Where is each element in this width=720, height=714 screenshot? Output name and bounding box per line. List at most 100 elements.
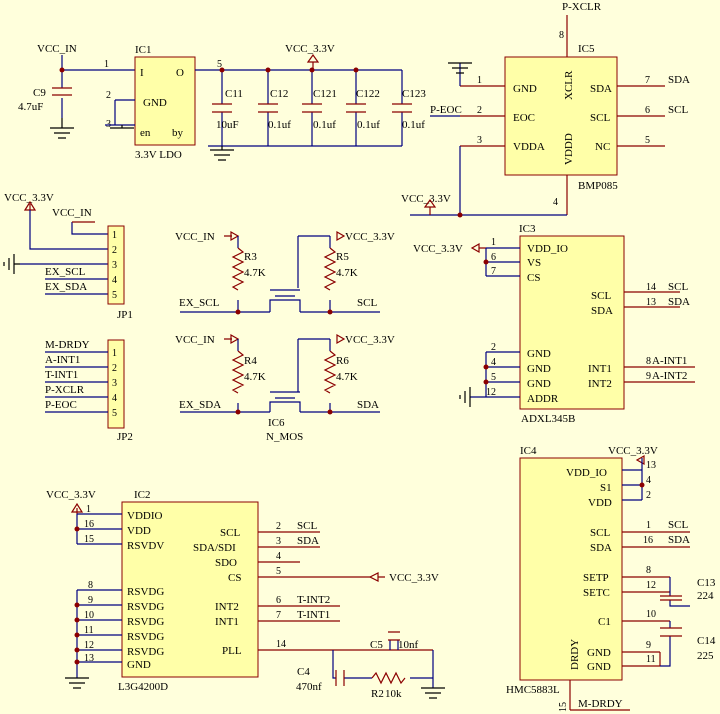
ic4-pin12: 12	[646, 580, 656, 591]
ic5-pin3-num: 3	[477, 135, 482, 146]
jp1-ex-scl: EX_SCL	[45, 266, 86, 278]
ic2-part: L3G4200D	[118, 681, 168, 693]
c14-value: 225	[697, 650, 714, 662]
ic2-sdo: SDO	[215, 557, 237, 569]
ic3-vs: VS	[527, 257, 541, 269]
ic3-scl: SCL	[591, 290, 611, 302]
ic3-pin12: 12	[486, 387, 496, 398]
ic2-pll: PLL	[222, 645, 242, 657]
jp1-ref: JP1	[117, 309, 133, 321]
ic3-pin13: 13	[646, 297, 656, 308]
c122-value: 0.1uf	[357, 119, 380, 131]
cap-bank	[208, 67, 412, 147]
ic5-nc-pin: NC	[595, 141, 610, 153]
ground-icon	[110, 125, 134, 129]
bmp085-block: P-XCLR 8 IC5 GND EOC VDDA SDA SCL NC XCL…	[401, 1, 690, 218]
ic3-pin2: 2	[491, 342, 496, 353]
ground-icon	[448, 62, 472, 74]
ic5-gnd-pin: GND	[513, 83, 537, 95]
ic2-gnd: GND	[127, 659, 151, 671]
c12-ref: C12	[270, 88, 288, 100]
jp1-pin2: 2	[112, 245, 117, 256]
ic3-pin5: 5	[491, 372, 496, 383]
jp1-pin5: 5	[112, 290, 117, 301]
ic2-int2: INT2	[215, 601, 239, 613]
ic4-sda: SDA	[590, 542, 612, 554]
ic3-pin9: 9	[646, 371, 651, 382]
c123-ref: C123	[402, 88, 426, 100]
ic4-setc: SETC	[583, 587, 610, 599]
ic3-pin8: 8	[646, 356, 651, 367]
c122-ref: C122	[356, 88, 380, 100]
ic2-scl-net: SCL	[297, 520, 317, 532]
ic3-addr: ADDR	[527, 393, 559, 405]
ic6-part: N_MOS	[266, 431, 303, 443]
ic2-scl: SCL	[220, 527, 240, 539]
ic4-vdd-io: VDD_IO	[566, 467, 607, 479]
jp1-pin3: 3	[112, 260, 117, 271]
ic2-pin14: 14	[276, 639, 286, 650]
ls2-sda: SDA	[357, 399, 379, 411]
ic2-pin15: 15	[84, 534, 94, 545]
ic4-pin1: 1	[646, 520, 651, 531]
ic2-pin3: 3	[276, 536, 281, 547]
ic2-rsvdg1: RSVDG	[127, 586, 164, 598]
ic2-tint2-net: T-INT2	[297, 594, 330, 606]
ic4-pin9: 9	[646, 640, 651, 651]
jp1-ex-sda: EX_SDA	[45, 281, 87, 293]
ic5-pin5-num: 5	[645, 135, 650, 146]
jp2-p-eoc: P-EOC	[45, 399, 77, 411]
ic3-part: ADXL345B	[521, 413, 575, 425]
ic3-gnd2: GND	[527, 363, 551, 375]
ic4-mdrdy-net: M-DRDY	[578, 698, 623, 710]
ic4-pin16: 16	[643, 535, 653, 546]
ic4-body	[519, 457, 623, 681]
c5-value: 10nf	[398, 639, 419, 651]
jp2-connector: 1 2 3 4 5 M-DRDY A-INT1 T-INT1 P-XCLR P-…	[45, 339, 133, 443]
jp1-pin4: 4	[112, 275, 117, 286]
ic1-part: 3.3V LDO	[135, 149, 182, 161]
c12-value: 0.1uf	[268, 119, 291, 131]
ic2-pin11: 11	[84, 625, 94, 636]
ic3-sda-net: SDA	[668, 296, 690, 308]
ic2-pin12: 12	[84, 640, 94, 651]
ic4-pin11: 11	[646, 654, 656, 665]
ic3-sda: SDA	[591, 305, 613, 317]
c121-ref: C121	[313, 88, 337, 100]
ic1-pin-o: O	[176, 67, 184, 79]
ic5-pin2-num: 2	[477, 105, 482, 116]
ic4-part: HMC5883L	[506, 684, 560, 696]
ic2-sda-net: SDA	[297, 535, 319, 547]
ic2-vdd: VDD	[127, 525, 151, 537]
ic5-pin8-num: 8	[559, 30, 564, 41]
ic4-setp: SETP	[583, 572, 609, 584]
c11-value: 10uF	[216, 119, 239, 131]
ic5-part: BMP085	[578, 180, 618, 192]
ground-icon	[3, 254, 20, 274]
ic5-pin4-num: 4	[553, 197, 558, 208]
ic1-pin5-num: 5	[217, 59, 222, 70]
vcc-in-label: VCC_IN	[37, 43, 77, 55]
c9-ref: C9	[33, 87, 46, 99]
ground-icon	[210, 146, 234, 161]
ic5-sda-pin: SDA	[590, 83, 612, 95]
c4-value: 470nf	[296, 681, 322, 693]
r3-ref: R3	[244, 251, 257, 263]
ic3-int2: INT2	[588, 378, 612, 390]
ic2-vddio: VDDIO	[127, 510, 162, 522]
jp2-ref: JP2	[117, 431, 133, 443]
ic1-pin1-num: 1	[104, 59, 109, 70]
ic5-pin7-num: 7	[645, 75, 650, 86]
l3g4200d-block: VCC_3.3V IC2 VDDIO VDD RSVDV RSVDG RSVDG…	[46, 489, 445, 700]
jp2-pin2: 2	[112, 363, 117, 374]
ic2-body	[121, 501, 259, 678]
jp1-connector: VCC_3.3V VCC_IN 1 2 3 4 5 EX_SCL EX_SDA …	[3, 192, 133, 321]
power-section: VCC_IN C9 4.7uF IC1 I O GND en by 3.3V L…	[18, 43, 426, 161]
level-shifter: VCC_IN VCC_3.3V R3 4.7K R5 4.7K EX_SCL S…	[175, 230, 395, 443]
ic2-pin7: 7	[276, 610, 281, 621]
ic3-aint2-net: A-INT2	[652, 370, 687, 382]
ic3-body	[519, 235, 625, 410]
ic4-s1: S1	[600, 482, 612, 494]
ls1-scl: SCL	[357, 297, 377, 309]
